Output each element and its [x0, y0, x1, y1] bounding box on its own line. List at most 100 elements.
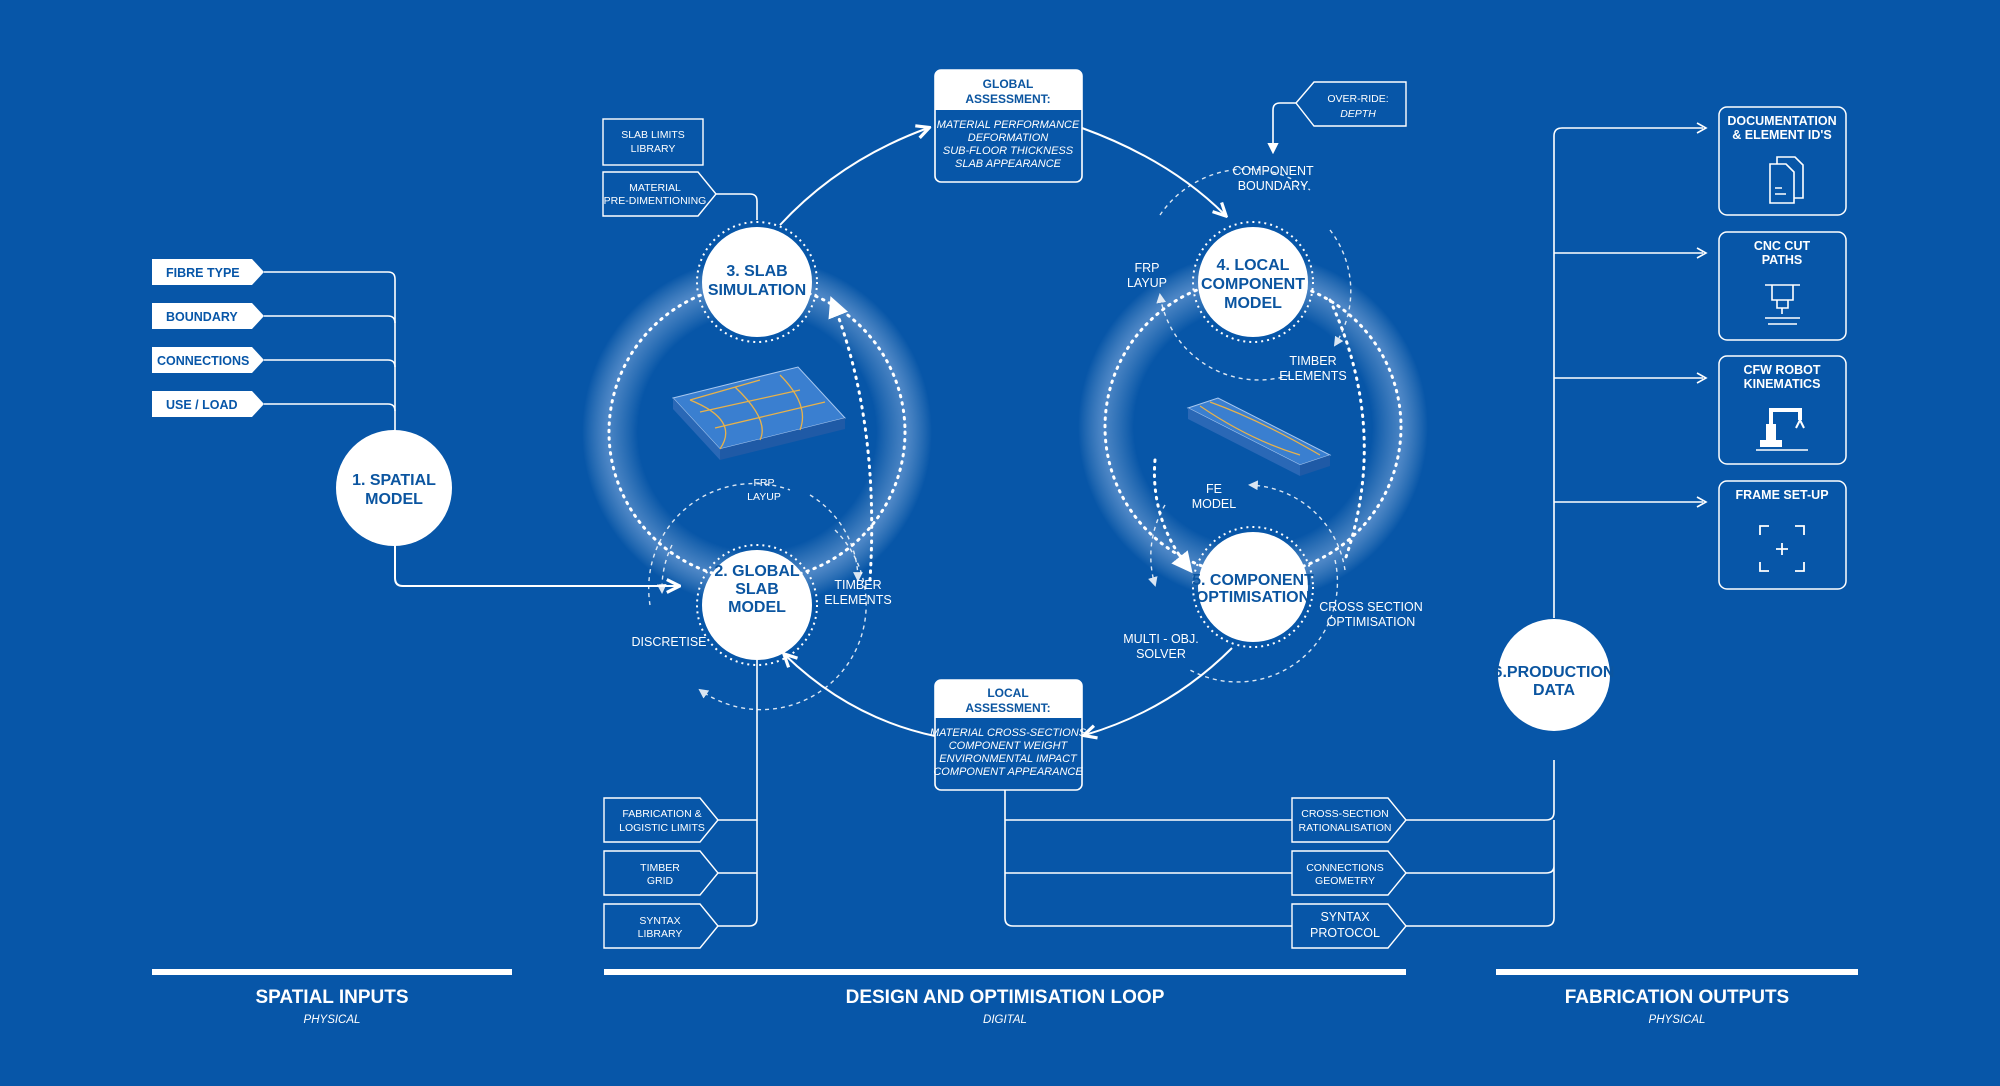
left-sub-loop-c [809, 494, 863, 582]
robot-arm-icon [1756, 408, 1808, 451]
right-tags-connector-in [1004, 790, 1292, 927]
slab-3d-model [672, 366, 846, 460]
label-frp-layup-left-2: LAYUP [747, 491, 781, 503]
svg-text:LOGISTIC LIMITS: LOGISTIC LIMITS [619, 822, 705, 834]
svg-text:GEOMETRY: GEOMETRY [1315, 875, 1375, 887]
output-documentation: DOCUMENTATION & ELEMENT ID'S [1718, 106, 1847, 216]
label-timber-elements-left-2: ELEMENTS [824, 593, 891, 607]
material-pre-dimensioning-tag: MATERIAL PRE-DIMENTIONING [602, 171, 758, 220]
left-sub-loop-a [648, 482, 791, 606]
svg-text:6.PRODUCTION: 6.PRODUCTION [1494, 664, 1615, 681]
svg-text:COMPONENT WEIGHT: COMPONENT WEIGHT [949, 740, 1069, 752]
svg-text:SLAB LIMITS: SLAB LIMITS [621, 129, 685, 141]
right-sub-loop-d [1189, 559, 1339, 683]
svg-text:MATERIAL CROSS-SECTIONS: MATERIAL CROSS-SECTIONS [930, 727, 1087, 739]
svg-text:MODEL: MODEL [365, 491, 423, 508]
footer-fabrication-outputs: FABRICATION OUTPUTS PHYSICAL [1496, 969, 1858, 1026]
local-assessment-box: LOCAL ASSESSMENT: MATERIAL CROSS-SECTION… [930, 679, 1087, 791]
svg-text:KINEMATICS: KINEMATICS [1744, 377, 1821, 391]
label-multi-obj-solver-2: SOLVER [1136, 647, 1186, 661]
syntax-protocol-tag: SYNTAX PROTOCOL [1291, 903, 1407, 949]
svg-text:FRAME SET-UP: FRAME SET-UP [1735, 488, 1828, 502]
right-loop-arrow-down [1152, 458, 1193, 574]
svg-text:BOUNDARY: BOUNDARY [166, 310, 238, 324]
arrow-to-global-assessment [779, 128, 928, 226]
svg-text:GLOBAL: GLOBAL [983, 77, 1034, 91]
svg-text:CFW ROBOT: CFW ROBOT [1743, 363, 1820, 377]
svg-text:COMPONENT APPEARANCE: COMPONENT APPEARANCE [933, 766, 1083, 778]
svg-text:5. COMPONENT: 5. COMPONENT [1192, 572, 1314, 589]
svg-text:GRID: GRID [647, 875, 674, 887]
svg-text:LIBRARY: LIBRARY [631, 143, 676, 155]
syntax-library-tag: SYNTAX LIBRARY [603, 903, 719, 949]
input-tag-use-load: USE / LOAD [152, 391, 264, 417]
right-sub-loop-f [1148, 504, 1166, 587]
svg-text:MODEL: MODEL [1224, 295, 1282, 312]
svg-text:CONNECTIONS: CONNECTIONS [157, 354, 249, 368]
component-3d-model [1186, 397, 1332, 476]
cross-section-rationalisation-tag: CROSS-SECTION RATIONALISATION [1291, 797, 1407, 843]
label-cross-section-optimisation: CROSS SECTION [1319, 600, 1423, 614]
svg-text:SYNTAX: SYNTAX [639, 915, 680, 927]
left-loop-arrow-up [828, 296, 874, 582]
arrow-to-local-assessment [1085, 647, 1233, 735]
right-tags-connector-out [1406, 760, 1555, 927]
label-timber-elements-right: TIMBER [1289, 354, 1336, 368]
global-assessment-box: GLOBAL ASSESSMENT: MATERIAL PERFORMANCE … [934, 69, 1083, 183]
footer-design-loop: DESIGN AND OPTIMISATION LOOP DIGITAL [604, 969, 1406, 1026]
right-sub-loop-e [1248, 480, 1346, 571]
svg-text:DATA: DATA [1533, 682, 1576, 699]
node-component-optimisation: 5. COMPONENT OPTIMISATION [1192, 526, 1314, 648]
input-tag-boundary: BOUNDARY [152, 303, 264, 329]
svg-text:SIMULATION: SIMULATION [708, 282, 806, 299]
output-cfw-robot-kinematics: CFW ROBOT KINEMATICS [1718, 355, 1847, 465]
svg-text:ASSESSMENT:: ASSESSMENT: [965, 701, 1050, 715]
input-tag-connections: CONNECTIONS [152, 347, 264, 373]
svg-text:1. SPATIAL: 1. SPATIAL [352, 472, 436, 489]
outputs-connector [1553, 127, 1703, 618]
cnc-mill-icon [1765, 284, 1800, 325]
svg-text:DESIGN AND OPTIMISATION LOOP: DESIGN AND OPTIMISATION LOOP [846, 987, 1165, 1008]
label-component-boundary-2: BOUNDARY [1238, 179, 1309, 193]
node-production-data: 6.PRODUCTION DATA [1494, 619, 1615, 731]
svg-text:LOCAL: LOCAL [987, 686, 1028, 700]
svg-text:FIBRE TYPE: FIBRE TYPE [166, 266, 240, 280]
arrow-to-local-component [1081, 127, 1225, 215]
slab-limits-library-box: SLAB LIMITS LIBRARY [602, 118, 704, 166]
label-frp-layup-right: FRP [1135, 261, 1160, 275]
svg-text:& ELEMENT ID'S: & ELEMENT ID'S [1732, 128, 1832, 142]
right-sub-loop-b [1329, 229, 1352, 347]
footer-spatial-inputs: SPATIAL INPUTS PHYSICAL [152, 969, 512, 1026]
svg-text:OPTIMISATION: OPTIMISATION [1196, 589, 1310, 606]
output-cnc-cut-paths: CNC CUT PATHS [1718, 231, 1847, 341]
svg-text:PRE-DIMENTIONING: PRE-DIMENTIONING [604, 195, 707, 207]
output-frame-set-up: FRAME SET-UP [1718, 480, 1847, 590]
svg-text:SPATIAL INPUTS: SPATIAL INPUTS [255, 987, 408, 1008]
svg-text:SLAB: SLAB [735, 581, 779, 598]
svg-text:MATERIAL PERFORMANCE: MATERIAL PERFORMANCE [937, 119, 1080, 131]
svg-text:SYNTAX: SYNTAX [1320, 910, 1370, 924]
svg-text:FABRICATION OUTPUTS: FABRICATION OUTPUTS [1565, 987, 1789, 1008]
node-global-slab-model: 2. GLOBAL SLAB MODEL [696, 544, 818, 666]
node-slab-simulation: 3. SLAB SIMULATION [696, 221, 818, 343]
right-loop-arc [1328, 298, 1366, 562]
label-timber-elements-left: TIMBER [834, 578, 881, 592]
svg-text:USE / LOAD: USE / LOAD [166, 398, 238, 412]
outputs-arrowheads [1696, 122, 1708, 508]
svg-text:4. LOCAL: 4. LOCAL [1217, 257, 1290, 274]
label-multi-obj-solver: MULTI - OBJ. [1123, 632, 1198, 646]
label-fe-model: FE [1206, 482, 1222, 496]
svg-text:RATIONALISATION: RATIONALISATION [1299, 822, 1392, 834]
input-connectors [264, 271, 678, 586]
svg-text:COMPONENT: COMPONENT [1201, 276, 1305, 293]
svg-text:PROTOCOL: PROTOCOL [1310, 926, 1380, 940]
left-sub-loop-b [698, 529, 867, 711]
svg-text:FABRICATION &: FABRICATION & [622, 808, 701, 820]
svg-text:OVER-RIDE:: OVER-RIDE: [1327, 93, 1388, 105]
svg-text:DEPTH: DEPTH [1340, 108, 1376, 120]
left-sub-loop-d [656, 544, 673, 594]
svg-text:TIMBER: TIMBER [640, 862, 680, 874]
label-fe-model-2: MODEL [1192, 497, 1237, 511]
node-spatial-model: 1. SPATIAL MODEL [336, 430, 452, 546]
